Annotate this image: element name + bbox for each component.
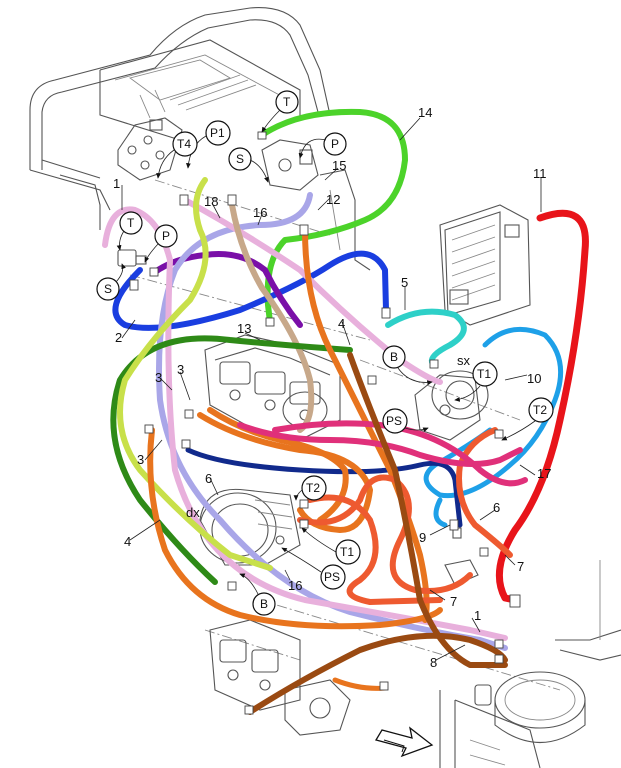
label-15: 15 bbox=[332, 158, 346, 173]
callout-T-top: T bbox=[283, 95, 291, 109]
callout-PS-right: PS bbox=[386, 414, 402, 428]
callout-T1-center: T1 bbox=[340, 545, 354, 559]
hose-orange-long bbox=[302, 227, 430, 623]
label-14: 14 bbox=[418, 105, 432, 120]
label-4-left: 4 bbox=[124, 534, 131, 549]
callout-T1-right: T1 bbox=[477, 367, 491, 381]
hose-blue bbox=[112, 250, 389, 331]
callout-T4: T4 bbox=[177, 137, 191, 151]
label-1-bottom: 1 bbox=[474, 608, 481, 623]
hose-14-green bbox=[259, 108, 408, 325]
callout-T2-center: T2 bbox=[306, 481, 320, 495]
label-16-top: 16 bbox=[253, 205, 267, 220]
label-2: 2 bbox=[115, 330, 122, 345]
hose-orange-lower bbox=[332, 677, 388, 691]
callout-T-left: T bbox=[127, 216, 135, 230]
control-valve-bank-bottom bbox=[209, 619, 351, 736]
callout-S-left: S bbox=[104, 282, 112, 296]
label-12: 12 bbox=[326, 192, 340, 207]
callout-B-mid: B bbox=[390, 350, 398, 364]
hose-1-pink-lower bbox=[102, 206, 508, 641]
tee-fitting-group bbox=[444, 527, 479, 586]
callout-PS-center: PS bbox=[324, 570, 340, 584]
label-5: 5 bbox=[401, 275, 408, 290]
hose-18-tan bbox=[229, 202, 315, 433]
port-callouts: T P S P1 T4 T P S B T1 bbox=[96, 90, 554, 616]
fittings bbox=[129, 131, 521, 715]
part-number-labels: 1 18 16 12 15 14 11 5 4 13 2 3 3 3 6 4 1… bbox=[113, 105, 551, 670]
hose-4-yellowgreen bbox=[117, 177, 273, 571]
callout-S-top: S bbox=[236, 152, 244, 166]
label-8: 8 bbox=[430, 655, 437, 670]
label-13: 13 bbox=[237, 321, 251, 336]
label-6-right: 6 bbox=[493, 500, 500, 515]
hose-8-brown bbox=[347, 352, 508, 668]
callout-P-top: P bbox=[331, 137, 339, 151]
left-small-valve bbox=[117, 249, 147, 267]
callout-T2-right: T2 bbox=[533, 403, 547, 417]
label-9: 9 bbox=[419, 530, 426, 545]
label-16-bottom: 16 bbox=[288, 578, 302, 593]
label-dx: dx bbox=[186, 505, 200, 520]
direction-arrow-icon bbox=[374, 726, 434, 758]
label-17: 17 bbox=[537, 466, 551, 481]
callout-P-left: P bbox=[162, 229, 170, 243]
label-sx: sx bbox=[457, 353, 471, 368]
label-6-left: 6 bbox=[205, 471, 212, 486]
leader-lines bbox=[121, 117, 542, 661]
label-11: 11 bbox=[533, 166, 547, 181]
label-3-c: 3 bbox=[137, 452, 144, 467]
hose-4-darkgreen bbox=[110, 335, 353, 585]
top-valve-block bbox=[117, 117, 183, 181]
hose-8-brown-b bbox=[247, 632, 508, 715]
upper-pump-block bbox=[261, 139, 319, 191]
hose-7-orangered-c bbox=[456, 427, 513, 558]
hose-3-orange-b bbox=[197, 412, 373, 533]
label-7-right: 7 bbox=[517, 559, 524, 574]
hose-5-cyan bbox=[385, 308, 467, 365]
callout-B-bottom: B bbox=[260, 597, 268, 611]
callout-P1: P1 bbox=[210, 126, 225, 140]
hoses bbox=[102, 108, 589, 715]
oil-cooler bbox=[439, 204, 531, 326]
hose-16-lavender bbox=[156, 192, 508, 651]
hose-17-magenta-b bbox=[272, 420, 528, 487]
label-3-b: 3 bbox=[155, 370, 162, 385]
hose-3-orange-a bbox=[147, 427, 443, 630]
label-18: 18 bbox=[204, 194, 218, 209]
label-1-top: 1 bbox=[113, 176, 120, 191]
hose-10-sky-b bbox=[433, 497, 448, 528]
label-3-a: 3 bbox=[177, 362, 184, 377]
label-4-top: 4 bbox=[338, 316, 345, 331]
hose-7-orangered-b bbox=[307, 494, 443, 605]
label-7-bottom: 7 bbox=[450, 594, 457, 609]
label-10: 10 bbox=[527, 371, 541, 386]
